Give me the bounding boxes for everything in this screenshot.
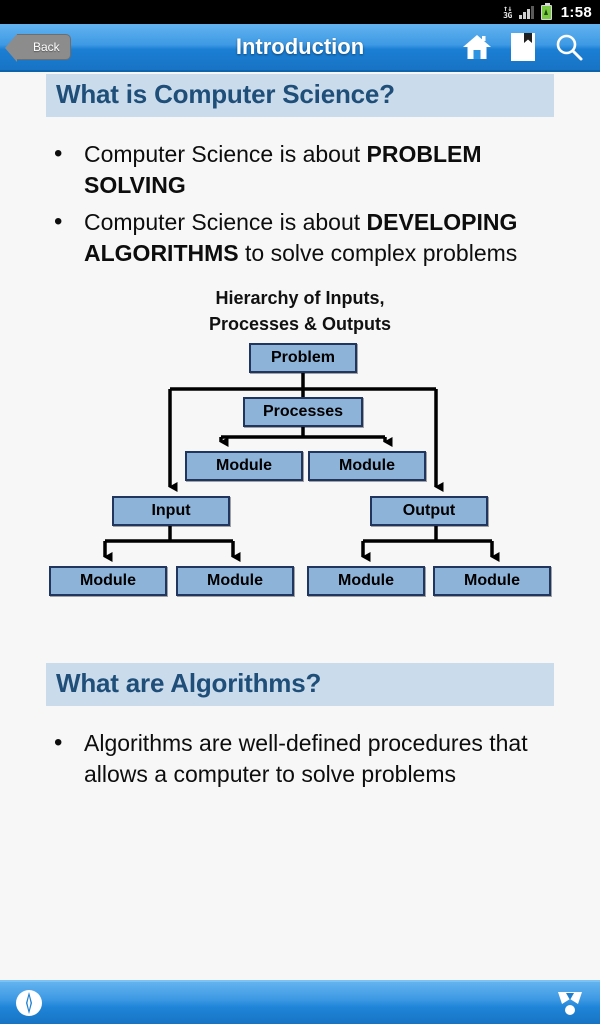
compass-icon[interactable] <box>14 988 44 1018</box>
back-button-label: Back <box>33 40 60 54</box>
section-heading-computer-science: What is Computer Science? <box>46 74 554 117</box>
bookmark-icon[interactable] <box>510 32 536 62</box>
diagram-node-output[interactable]: Output <box>370 496 488 526</box>
diagram-node-module-o1[interactable]: Module <box>307 566 425 596</box>
bullet-list-algorithms: Algorithms are well-defined procedures t… <box>46 727 554 790</box>
diagram-title-line2: Processes & Outputs <box>208 314 392 334</box>
bookmark-ribbon-icon[interactable] <box>554 987 586 1019</box>
3g-arrows-label: ↑↓ <box>503 4 512 13</box>
list-item: Computer Science is about DEVELOPING ALG… <box>46 206 554 269</box>
app-header: Back Introduction <box>0 24 600 72</box>
diagram-node-label: Module <box>216 457 272 474</box>
diagram-node-input[interactable]: Input <box>112 496 230 526</box>
battery-icon <box>540 2 552 20</box>
home-icon[interactable] <box>462 33 492 61</box>
diagram-node-label: Input <box>151 502 191 519</box>
slide-content: What is Computer Science? Computer Scien… <box>0 74 600 990</box>
hierarchy-diagram: Hierarchy of Inputs, Processes & Outputs <box>0 283 600 663</box>
diagram-node-label: Module <box>339 457 395 474</box>
diagram-node-module-i1[interactable]: Module <box>49 566 167 596</box>
list-item-text: to solve complex problems <box>238 240 518 266</box>
list-item-text: Computer Science is about <box>84 209 367 235</box>
diagram-node-module-p1[interactable]: Module <box>185 451 303 481</box>
status-clock: 1:58 <box>560 3 592 21</box>
diagram-node-label: Module <box>464 572 520 589</box>
diagram-node-module-i2[interactable]: Module <box>176 566 294 596</box>
list-item-emphasis: DEVELOPING ALGORITHMS <box>84 209 518 266</box>
list-item: Computer Science is about PROBLEM SOLVIN… <box>46 138 554 201</box>
status-bar: ↑↓ 3G 1:58 <box>0 0 600 24</box>
bullet-list-computer-science: Computer Science is about PROBLEM SOLVIN… <box>46 138 554 269</box>
diagram-node-problem[interactable]: Problem <box>249 343 357 373</box>
diagram-node-label: Module <box>207 572 263 589</box>
header-actions <box>462 32 600 62</box>
diagram-node-label: Processes <box>262 403 344 420</box>
list-item-text: Algorithms are well-defined procedures t… <box>84 730 528 787</box>
section-heading-algorithms: What are Algorithms? <box>46 663 554 706</box>
3g-data-icon: ↑↓ 3G <box>503 4 512 20</box>
diagram-node-label: Module <box>80 572 136 589</box>
list-item: Algorithms are well-defined procedures t… <box>46 727 554 790</box>
list-item-text: Computer Science is about <box>84 141 367 167</box>
search-icon[interactable] <box>554 32 584 62</box>
signal-bars-icon <box>518 5 534 19</box>
diagram-title-line1: Hierarchy of Inputs, <box>215 288 385 308</box>
diagram-node-module-o2[interactable]: Module <box>433 566 551 596</box>
bottom-toolbar <box>0 980 600 1024</box>
back-button[interactable]: Back <box>5 34 71 62</box>
diagram-node-processes[interactable]: Processes <box>243 397 363 427</box>
diagram-node-label: Output <box>402 502 456 519</box>
diagram-node-label: Problem <box>270 349 335 366</box>
list-item-emphasis: PROBLEM SOLVING <box>84 141 482 198</box>
diagram-title: Hierarchy of Inputs, Processes & Outputs <box>0 283 600 337</box>
3g-text-label: 3G <box>503 11 512 20</box>
diagram-node-label: Module <box>338 572 394 589</box>
diagram-node-module-p2[interactable]: Module <box>308 451 426 481</box>
